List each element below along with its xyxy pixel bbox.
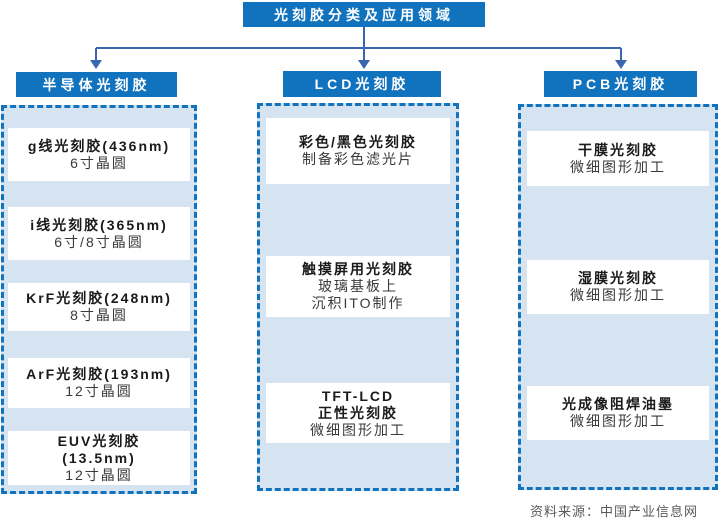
item-title: 湿膜光刻胶	[578, 270, 658, 286]
root-node: 光刻胶分类及应用领域	[243, 2, 485, 27]
item-title: 干膜光刻胶	[578, 141, 658, 158]
item-dry-film-resist: 干膜光刻胶 微细图形加工	[527, 131, 709, 186]
item-title: 彩色/黑色光刻胶	[299, 134, 417, 150]
column-header-label: LCD光刻胶	[314, 76, 410, 92]
item-desc: 6寸晶圆	[70, 154, 128, 171]
arrow-down-icon	[615, 60, 627, 69]
column-header-semiconductor: 半导体光刻胶	[16, 72, 177, 97]
item-desc: 12寸晶圆	[65, 383, 133, 399]
item-title: ArF光刻胶(193nm)	[26, 366, 172, 382]
item-title: EUV光刻胶	[57, 432, 141, 449]
item-tft-lcd-positive-resist: TFT-LCD 正性光刻胶 微细图形加工	[266, 383, 450, 443]
item-desc: 微细图形加工	[310, 421, 406, 438]
item-touchscreen-resist: 触摸屏用光刻胶 玻璃基板上 沉积ITO制作	[266, 256, 450, 317]
arrow-down-icon	[358, 60, 370, 69]
column-header-pcb: PCB光刻胶	[544, 71, 697, 97]
item-desc: 8寸晶圆	[70, 307, 128, 323]
item-color-black-resist: 彩色/黑色光刻胶 制备彩色滤光片	[266, 118, 450, 184]
item-desc: 6寸/8寸晶圆	[54, 233, 144, 250]
item-title: 触摸屏用光刻胶	[302, 261, 414, 277]
item-krf-248nm: KrF光刻胶(248nm) 8寸晶圆	[8, 283, 190, 331]
item-desc: 玻璃基板上	[318, 278, 398, 294]
column-header-lcd: LCD光刻胶	[283, 71, 441, 97]
item-title: 正性光刻胶	[318, 404, 398, 421]
column-header-label: 半导体光刻胶	[42, 76, 151, 93]
source-note: 资料来源：中国产业信息网	[529, 504, 698, 519]
item-title: TFT-LCD	[321, 387, 395, 404]
item-desc: 微细图形加工	[570, 158, 666, 175]
column-header-label: PCB光刻胶	[572, 76, 669, 92]
item-i-line-365nm: i线光刻胶(365nm) 6寸/8寸晶圆	[8, 207, 190, 260]
item-title: 光成像阻焊油墨	[562, 396, 674, 412]
arrow-down-icon	[90, 60, 102, 69]
panel-pcb: 干膜光刻胶 微细图形加工 湿膜光刻胶 微细图形加工 光成像阻焊油墨 微细图形加工	[518, 104, 718, 490]
root-node-label: 光刻胶分类及应用领域	[274, 6, 454, 23]
item-title: i线光刻胶(365nm)	[30, 216, 168, 233]
item-wet-film-resist: 湿膜光刻胶 微细图形加工	[527, 260, 709, 314]
item-desc: 沉积ITO制作	[311, 295, 405, 311]
item-desc: 制备彩色滤光片	[302, 151, 414, 167]
item-desc: 微细图形加工	[570, 413, 666, 429]
item-desc: 微细图形加工	[570, 287, 666, 303]
panel-lcd: 彩色/黑色光刻胶 制备彩色滤光片 触摸屏用光刻胶 玻璃基板上 沉积ITO制作 T…	[257, 103, 459, 491]
item-desc: 12寸晶圆	[65, 466, 133, 483]
panel-semiconductor: g线光刻胶(436nm) 6寸晶圆 i线光刻胶(365nm) 6寸/8寸晶圆 K…	[1, 105, 197, 494]
item-photoimageable-solder-mask: 光成像阻焊油墨 微细图形加工	[527, 386, 709, 440]
item-euv-13-5nm: EUV光刻胶 (13.5nm) 12寸晶圆	[8, 431, 190, 485]
tree-connector-line	[95, 27, 622, 61]
item-title: g线光刻胶(436nm)	[27, 137, 171, 154]
item-title: (13.5nm)	[62, 449, 136, 466]
item-title: KrF光刻胶(248nm)	[26, 290, 172, 306]
item-arf-193nm: ArF光刻胶(193nm) 12寸晶圆	[8, 358, 190, 408]
item-g-line-436nm: g线光刻胶(436nm) 6寸晶圆	[8, 128, 190, 181]
